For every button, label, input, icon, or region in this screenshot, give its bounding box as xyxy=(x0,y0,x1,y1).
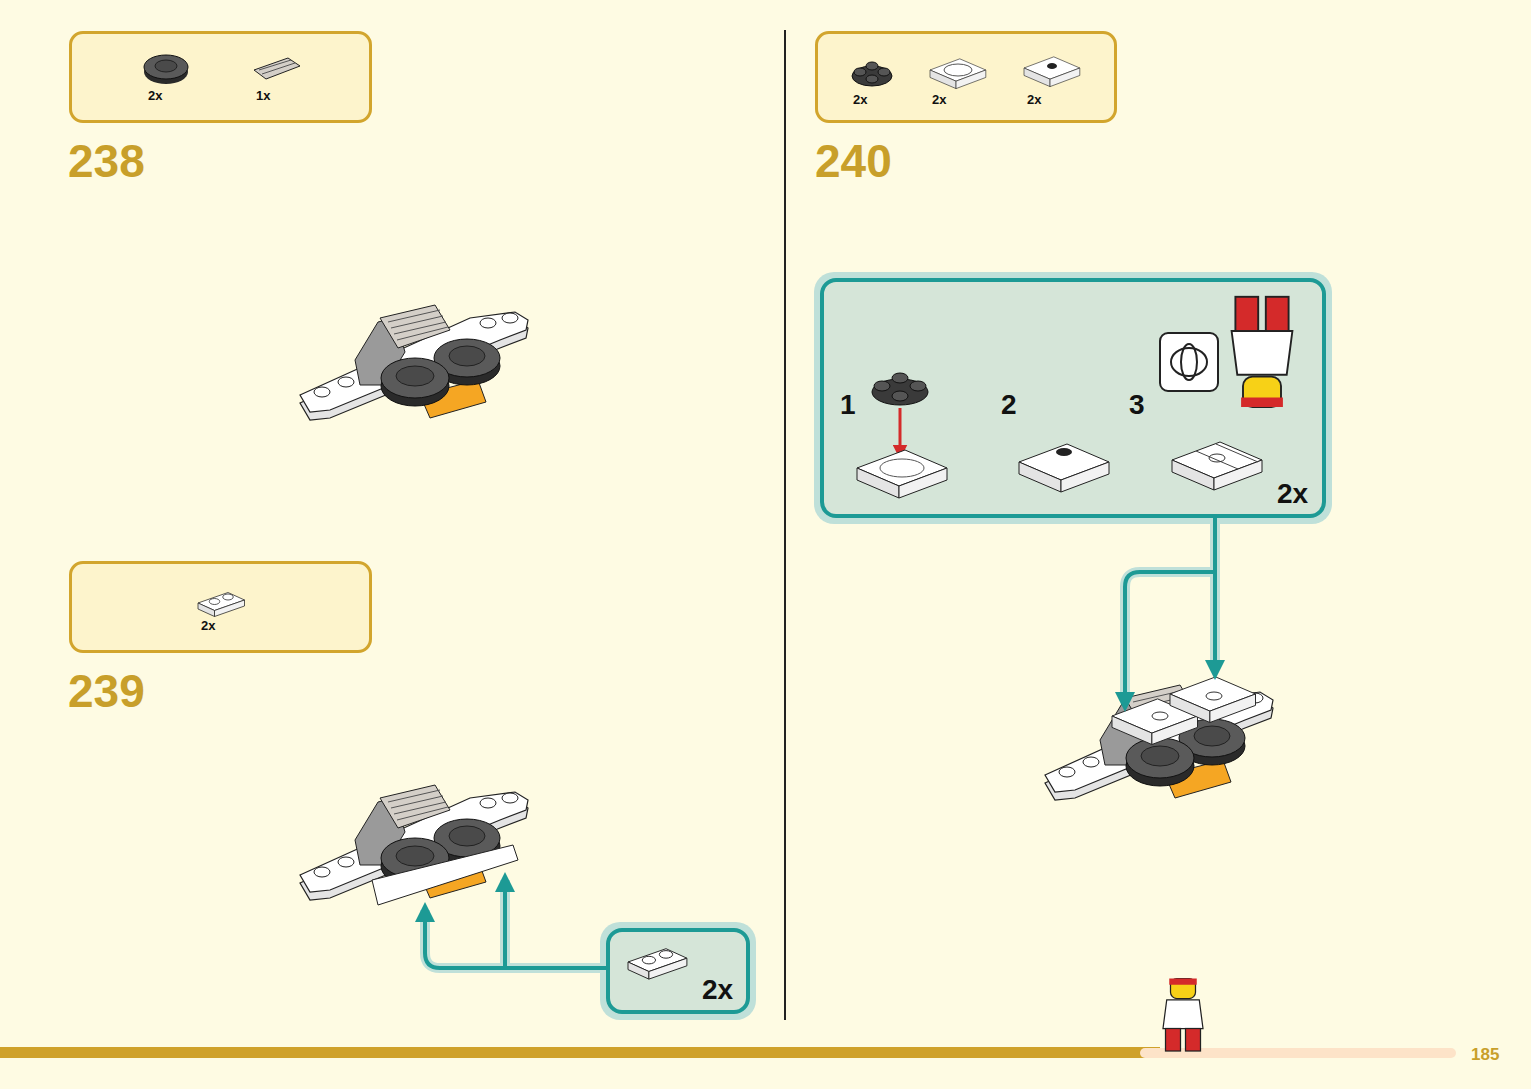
part-count: 2x xyxy=(932,93,946,106)
parts-list-box: 2x 1x xyxy=(69,31,372,123)
callout-box: 2x xyxy=(606,928,750,1014)
part-count: 2x xyxy=(201,619,215,632)
parts-list-box: 2x 2x 2x xyxy=(815,31,1117,123)
step-number: 240 xyxy=(815,138,892,184)
part-count: 1x xyxy=(256,89,270,102)
subassembly-callout: 1 2 3 2x xyxy=(820,278,1326,518)
part-count: 2x xyxy=(1027,93,1041,106)
substep-number: 3 xyxy=(1129,391,1145,419)
part-count: 2x xyxy=(702,976,733,1004)
parts-list-box: 2x xyxy=(69,561,372,653)
step-number: 238 xyxy=(68,138,145,184)
part-count: 2x xyxy=(1277,480,1308,508)
part-count: 2x xyxy=(148,89,162,102)
part-count: 2x xyxy=(853,93,867,106)
substep-number: 2 xyxy=(1001,391,1017,419)
step-number: 239 xyxy=(68,668,145,714)
substep-number: 1 xyxy=(840,391,856,419)
page-number: 185 xyxy=(1471,1046,1499,1063)
